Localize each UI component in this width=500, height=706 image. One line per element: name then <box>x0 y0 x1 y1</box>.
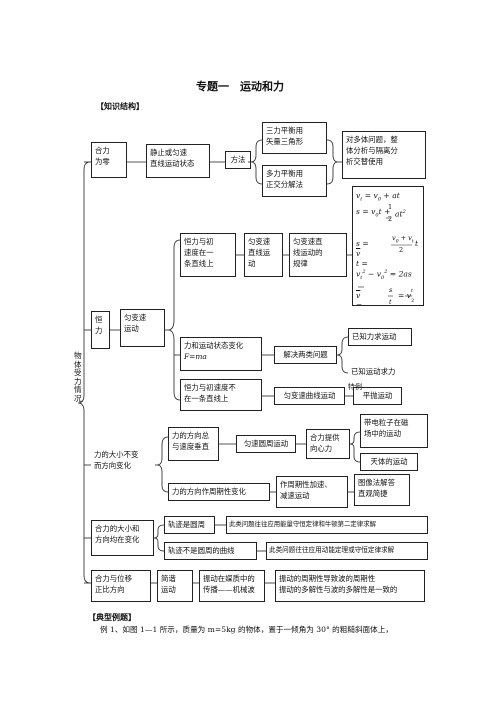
box-tuxiang: 图像法解答直观简捷 <box>354 474 410 506</box>
box-yunbian-zhixian: 匀变速直线运动 <box>244 233 283 277</box>
box-quxian: 匀变速曲线运动 <box>274 387 345 405</box>
formula-squares: vt2 − v02 = 2as <box>356 269 412 282</box>
box-daidian: 带电粒子在磁场中的运动 <box>360 414 428 448</box>
box-jiezhi: 振动在媒质中的传播——机械波 <box>199 570 265 602</box>
formula-displacement: s = v0t + <box>356 207 391 219</box>
formula-velocity: vt = v0 + at <box>356 191 400 203</box>
box-heli-weiling: 合力为零 <box>91 142 127 178</box>
box-chusu-same: 恒力与初速度在一条直线上 <box>180 233 236 277</box>
box-duoli: 多力平衡用正交分解法 <box>262 165 327 197</box>
page-title: 专题一 运动和力 <box>196 80 284 93</box>
box-guilv: 匀变速直线运动的规律 <box>289 233 347 277</box>
box-duoti: 对多体问题，整体分析与隔离分析交替使用 <box>342 131 426 179</box>
box-sanli: 三力平衡用矢量三角形 <box>262 122 327 154</box>
box-jianxie: 简谐运动 <box>157 570 193 602</box>
box-yunbian: 匀变速运动 <box>120 309 165 347</box>
box-bushi: 轨迹不是圆周的曲线 <box>164 542 257 560</box>
box-yuanzhou2: 轨迹是圆周 <box>164 516 215 534</box>
box-zuozhouqi: 作周期性加速、减速运动 <box>276 476 348 508</box>
box-dxbb: 力的大小不变而方向变化 <box>94 450 139 470</box>
box-pingpao: 平抛运动 <box>353 387 402 405</box>
box-hengli: 恒力 <box>91 311 110 349</box>
box-jingzhi: 静止或匀速直线运动状态 <box>146 144 210 178</box>
box-nengliang: 此类问题往往应用能量守恒定律和牛顿第二定律求解 <box>226 516 428 534</box>
section-structure-heading: 【知识结构】 <box>96 101 144 111</box>
box-chusu-diff: 恒力与初速度不在一条直线上 <box>180 379 262 411</box>
box-yuanzhou: 匀速圆周运动 <box>236 435 296 453</box>
box-zhouqi: 力的方向作周期性变化 <box>168 483 270 501</box>
box-yizhi-li: 已知力求运动 <box>348 328 412 346</box>
box-xiangxin: 合力提供向心力 <box>306 429 350 459</box>
formula-mean-velocity: v = <box>356 291 363 306</box>
box-tianti: 天体的运动 <box>360 453 418 471</box>
box-fangfa: 方法 <box>225 151 251 169</box>
box-zhouqixing: 振动的周期性导致波的周期性振动的多解性与波的多解性是一致的 <box>275 570 425 602</box>
box-chuizhi: 力的方向总与速度垂直 <box>168 427 219 461</box>
example-1-text: 例 1、如图 1—1 所示，质量为 m=5kg 的物体，置于一倾角为 30° 的… <box>100 625 393 634</box>
root-label: 物 体 受 力 情 况 <box>74 351 82 403</box>
section-example-heading: 【典型例题】 <box>88 612 136 622</box>
box-liangl: 解决两类问题 <box>274 346 337 364</box>
box-yizhi-yd: 已知运动求力 <box>351 367 396 376</box>
box-dongneng: 此类问题往往应用动能定理或守恒定律求解 <box>266 542 428 560</box>
box-weiyi: 合力与位移正比方向 <box>91 570 151 602</box>
box-dxfx: 合力的大小和方向均在变化 <box>91 520 154 556</box>
